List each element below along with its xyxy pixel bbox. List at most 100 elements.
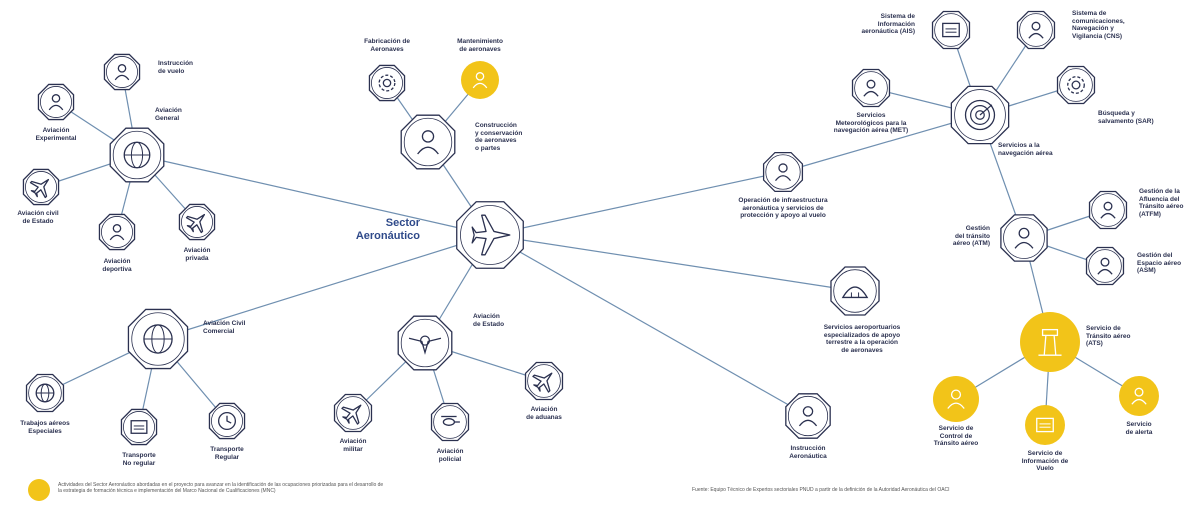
node-sistema-cns bbox=[1013, 7, 1059, 53]
label-line: Transporte bbox=[122, 452, 156, 459]
experimental-plane-icon bbox=[48, 94, 64, 111]
label-line: Tránsito aéreo bbox=[933, 440, 979, 447]
label-line: Aviación bbox=[530, 406, 558, 413]
globe-swoosh-icon bbox=[143, 324, 173, 354]
globe-plane-icon bbox=[123, 141, 151, 169]
label-line: Afluencia del bbox=[1139, 195, 1180, 203]
label-line: Servicio de bbox=[938, 425, 974, 432]
connector-center-servicios-aeroportuarios bbox=[489, 234, 856, 292]
node-transito-aereo bbox=[1017, 309, 1083, 375]
node-aviacion-policial bbox=[427, 399, 473, 445]
label-line: del tránsito bbox=[954, 232, 990, 240]
node-instruccion-vuelo bbox=[100, 50, 144, 94]
jet-icon bbox=[341, 404, 362, 425]
alarm-icon bbox=[1131, 387, 1147, 405]
satellite-icon bbox=[1028, 21, 1044, 39]
node-aviacion-estado bbox=[393, 311, 457, 375]
label-line: policial bbox=[438, 455, 462, 463]
label-line: Instrucción bbox=[158, 60, 194, 67]
label-line: de vuelo bbox=[158, 67, 185, 75]
node-gestion-espacio bbox=[1082, 243, 1128, 289]
label-line: de aeronaves bbox=[475, 137, 517, 144]
label-line: Fabricación de bbox=[364, 38, 410, 45]
helicopter-icon bbox=[441, 415, 460, 426]
calendar-icon bbox=[130, 420, 148, 434]
label-line: Aviación bbox=[103, 258, 131, 265]
label-line: Aeronaves bbox=[370, 45, 404, 53]
label-line: Aviación bbox=[155, 107, 182, 114]
wings-emblem-icon bbox=[408, 335, 442, 355]
label-line: Información de bbox=[1021, 457, 1069, 465]
label-line: Servicios bbox=[856, 112, 886, 119]
legend-dot bbox=[28, 479, 50, 501]
node-gestion-afluencia bbox=[1085, 187, 1131, 233]
label-line: deportiva bbox=[102, 265, 132, 273]
node-aviacion-privada bbox=[175, 200, 219, 244]
node-busqueda bbox=[1053, 62, 1099, 108]
label-line: Aviación bbox=[42, 127, 70, 134]
label-line: Vigilancia (CNS) bbox=[1072, 32, 1123, 40]
label-line: Mantenimiento bbox=[457, 38, 503, 45]
node-mantenimiento bbox=[458, 58, 502, 102]
label-line: Construcción bbox=[475, 122, 517, 129]
legend-line-2: la estrategia de formación técnica e imp… bbox=[58, 488, 276, 494]
label-line: comunicaciones, bbox=[1072, 17, 1125, 25]
label-line: Regular bbox=[214, 453, 240, 461]
node-aviacion-militar bbox=[330, 390, 376, 436]
label-line: Tránsito aéreo bbox=[1086, 332, 1131, 340]
label-line: navegación aérea bbox=[998, 149, 1053, 157]
plane-icon bbox=[532, 372, 553, 393]
label-line: Aviación Civil bbox=[203, 320, 246, 327]
node-transporte-no-regular bbox=[117, 405, 161, 449]
label-line: de alerta bbox=[1125, 428, 1153, 436]
label-line: Gestión de la bbox=[1139, 188, 1180, 195]
label-line: General bbox=[155, 114, 180, 122]
sport-plane-icon bbox=[109, 224, 125, 241]
runway-plane-icon bbox=[774, 163, 792, 182]
label-line: Gestión del bbox=[1137, 252, 1173, 259]
monitor-icon bbox=[1036, 417, 1054, 433]
plane-icon bbox=[185, 213, 206, 234]
label-line: Experimental bbox=[35, 134, 77, 142]
flow-icon bbox=[1100, 201, 1116, 219]
label-line: de aeronaves bbox=[841, 346, 883, 354]
node-info-vuelo bbox=[1022, 402, 1068, 448]
mechanic-icon bbox=[472, 72, 488, 89]
tower-plane-icon bbox=[1014, 227, 1034, 249]
label-line: (ASM) bbox=[1137, 267, 1156, 274]
label-line: Transporte bbox=[210, 446, 244, 453]
node-operacion-infra bbox=[759, 148, 807, 196]
connector-operacion-infra-navegacion-aerea bbox=[782, 114, 981, 173]
label-line: de Estado bbox=[22, 217, 54, 225]
label-line: (ATFM) bbox=[1139, 210, 1161, 218]
label-line: navegación aérea (MET) bbox=[833, 127, 909, 134]
label-line: Información bbox=[877, 20, 915, 28]
label-line: Búsqueda y bbox=[1098, 110, 1135, 117]
node-gestion-transito bbox=[996, 210, 1052, 266]
label-line: Aviación bbox=[339, 438, 367, 445]
label-line: Vuelo bbox=[1036, 465, 1054, 472]
label-line: Sistema de bbox=[1072, 10, 1107, 17]
label-line: aeronáutica (AIS) bbox=[861, 28, 915, 35]
